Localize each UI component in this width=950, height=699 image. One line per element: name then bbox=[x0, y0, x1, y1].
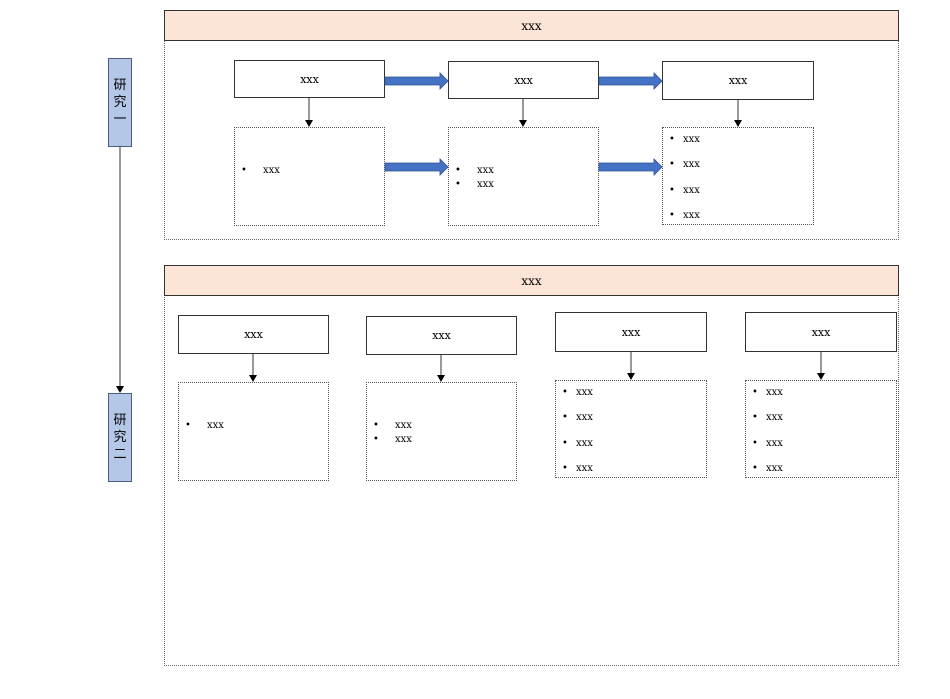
section2-box-2: xxx bbox=[366, 316, 517, 355]
section2-detail-1: •xxx bbox=[178, 382, 329, 481]
section2-header: xxx bbox=[164, 265, 899, 296]
section2-box-1: xxx bbox=[178, 315, 329, 354]
section1-header: xxx bbox=[164, 10, 899, 41]
block-arrow bbox=[598, 72, 663, 90]
section2-detail-3: •xxx •xxx •xxx •xxx bbox=[555, 380, 707, 478]
list-item: •xxx bbox=[562, 387, 593, 398]
study2-char-1: 研 bbox=[113, 413, 127, 428]
list-item: •xxx bbox=[752, 412, 783, 423]
section2-detail-4: •xxx •xxx •xxx •xxx bbox=[745, 380, 897, 478]
list-item: •xxx bbox=[373, 434, 412, 445]
study2-char-3: 二 bbox=[113, 447, 127, 462]
section1-detail-3: •xxx •xxx •xxx •xxx bbox=[662, 127, 814, 225]
study1-char-2: 究 bbox=[113, 95, 127, 110]
section1-box-2: xxx bbox=[448, 61, 599, 99]
block-arrow bbox=[598, 158, 663, 176]
list-item: •xxx bbox=[669, 159, 700, 170]
list-item: •xxx bbox=[562, 438, 593, 449]
list-item: •xxx bbox=[455, 165, 494, 176]
list-item: •xxx bbox=[562, 463, 593, 474]
study1-char-1: 研 bbox=[113, 78, 127, 93]
list-item: •xxx bbox=[752, 463, 783, 474]
section2-detail-2: •xxx •xxx bbox=[366, 382, 517, 481]
section1-detail-1: •xxx bbox=[234, 127, 385, 226]
block-arrow bbox=[384, 72, 449, 90]
list-item: •xxx bbox=[455, 179, 494, 190]
list-item: •xxx bbox=[185, 420, 224, 431]
list-item: •xxx bbox=[241, 165, 280, 176]
list-item: •xxx bbox=[669, 134, 700, 145]
list-item: •xxx bbox=[562, 412, 593, 423]
study1-char-3: 一 bbox=[113, 112, 127, 127]
block-arrow bbox=[384, 158, 449, 176]
section2-box-4: xxx bbox=[745, 312, 897, 352]
section1-detail-2: •xxx •xxx bbox=[448, 127, 599, 226]
section1-box-3: xxx bbox=[662, 61, 814, 100]
study2-char-2: 究 bbox=[113, 430, 127, 445]
section1-box-1: xxx bbox=[234, 60, 385, 98]
list-item: •xxx bbox=[669, 185, 700, 196]
list-item: •xxx bbox=[669, 210, 700, 221]
list-item: •xxx bbox=[373, 420, 412, 431]
study1-label: 研 究 一 bbox=[108, 58, 132, 147]
list-item: •xxx bbox=[752, 438, 783, 449]
study2-label: 研 究 二 bbox=[108, 393, 132, 482]
section2-box-3: xxx bbox=[555, 312, 707, 352]
list-item: •xxx bbox=[752, 387, 783, 398]
